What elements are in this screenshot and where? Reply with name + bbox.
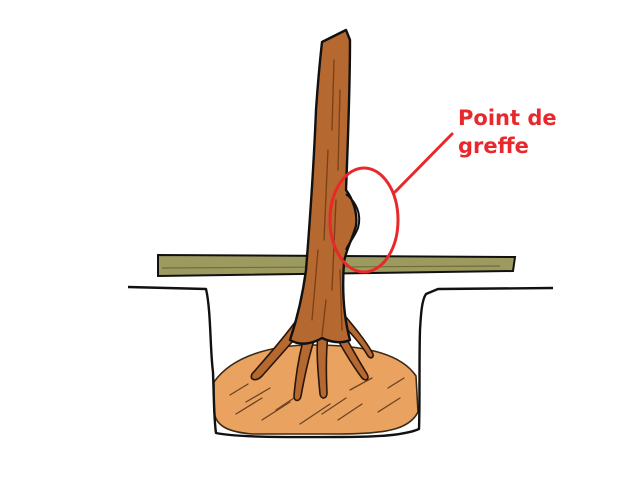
ground-and-hole-outline — [127, 285, 554, 439]
graft-point-label-line2: greffe — [458, 134, 529, 158]
soil-hatching — [229, 377, 405, 425]
tree-trunk — [288, 28, 358, 345]
annotation-leader-line — [393, 132, 454, 194]
graft-point-label: Point de greffe — [458, 104, 608, 160]
graft-bulge — [345, 193, 361, 251]
graft-point-marker — [328, 166, 400, 274]
graft-point-label-line1: Point de — [458, 106, 557, 130]
soil-mound — [213, 344, 419, 435]
